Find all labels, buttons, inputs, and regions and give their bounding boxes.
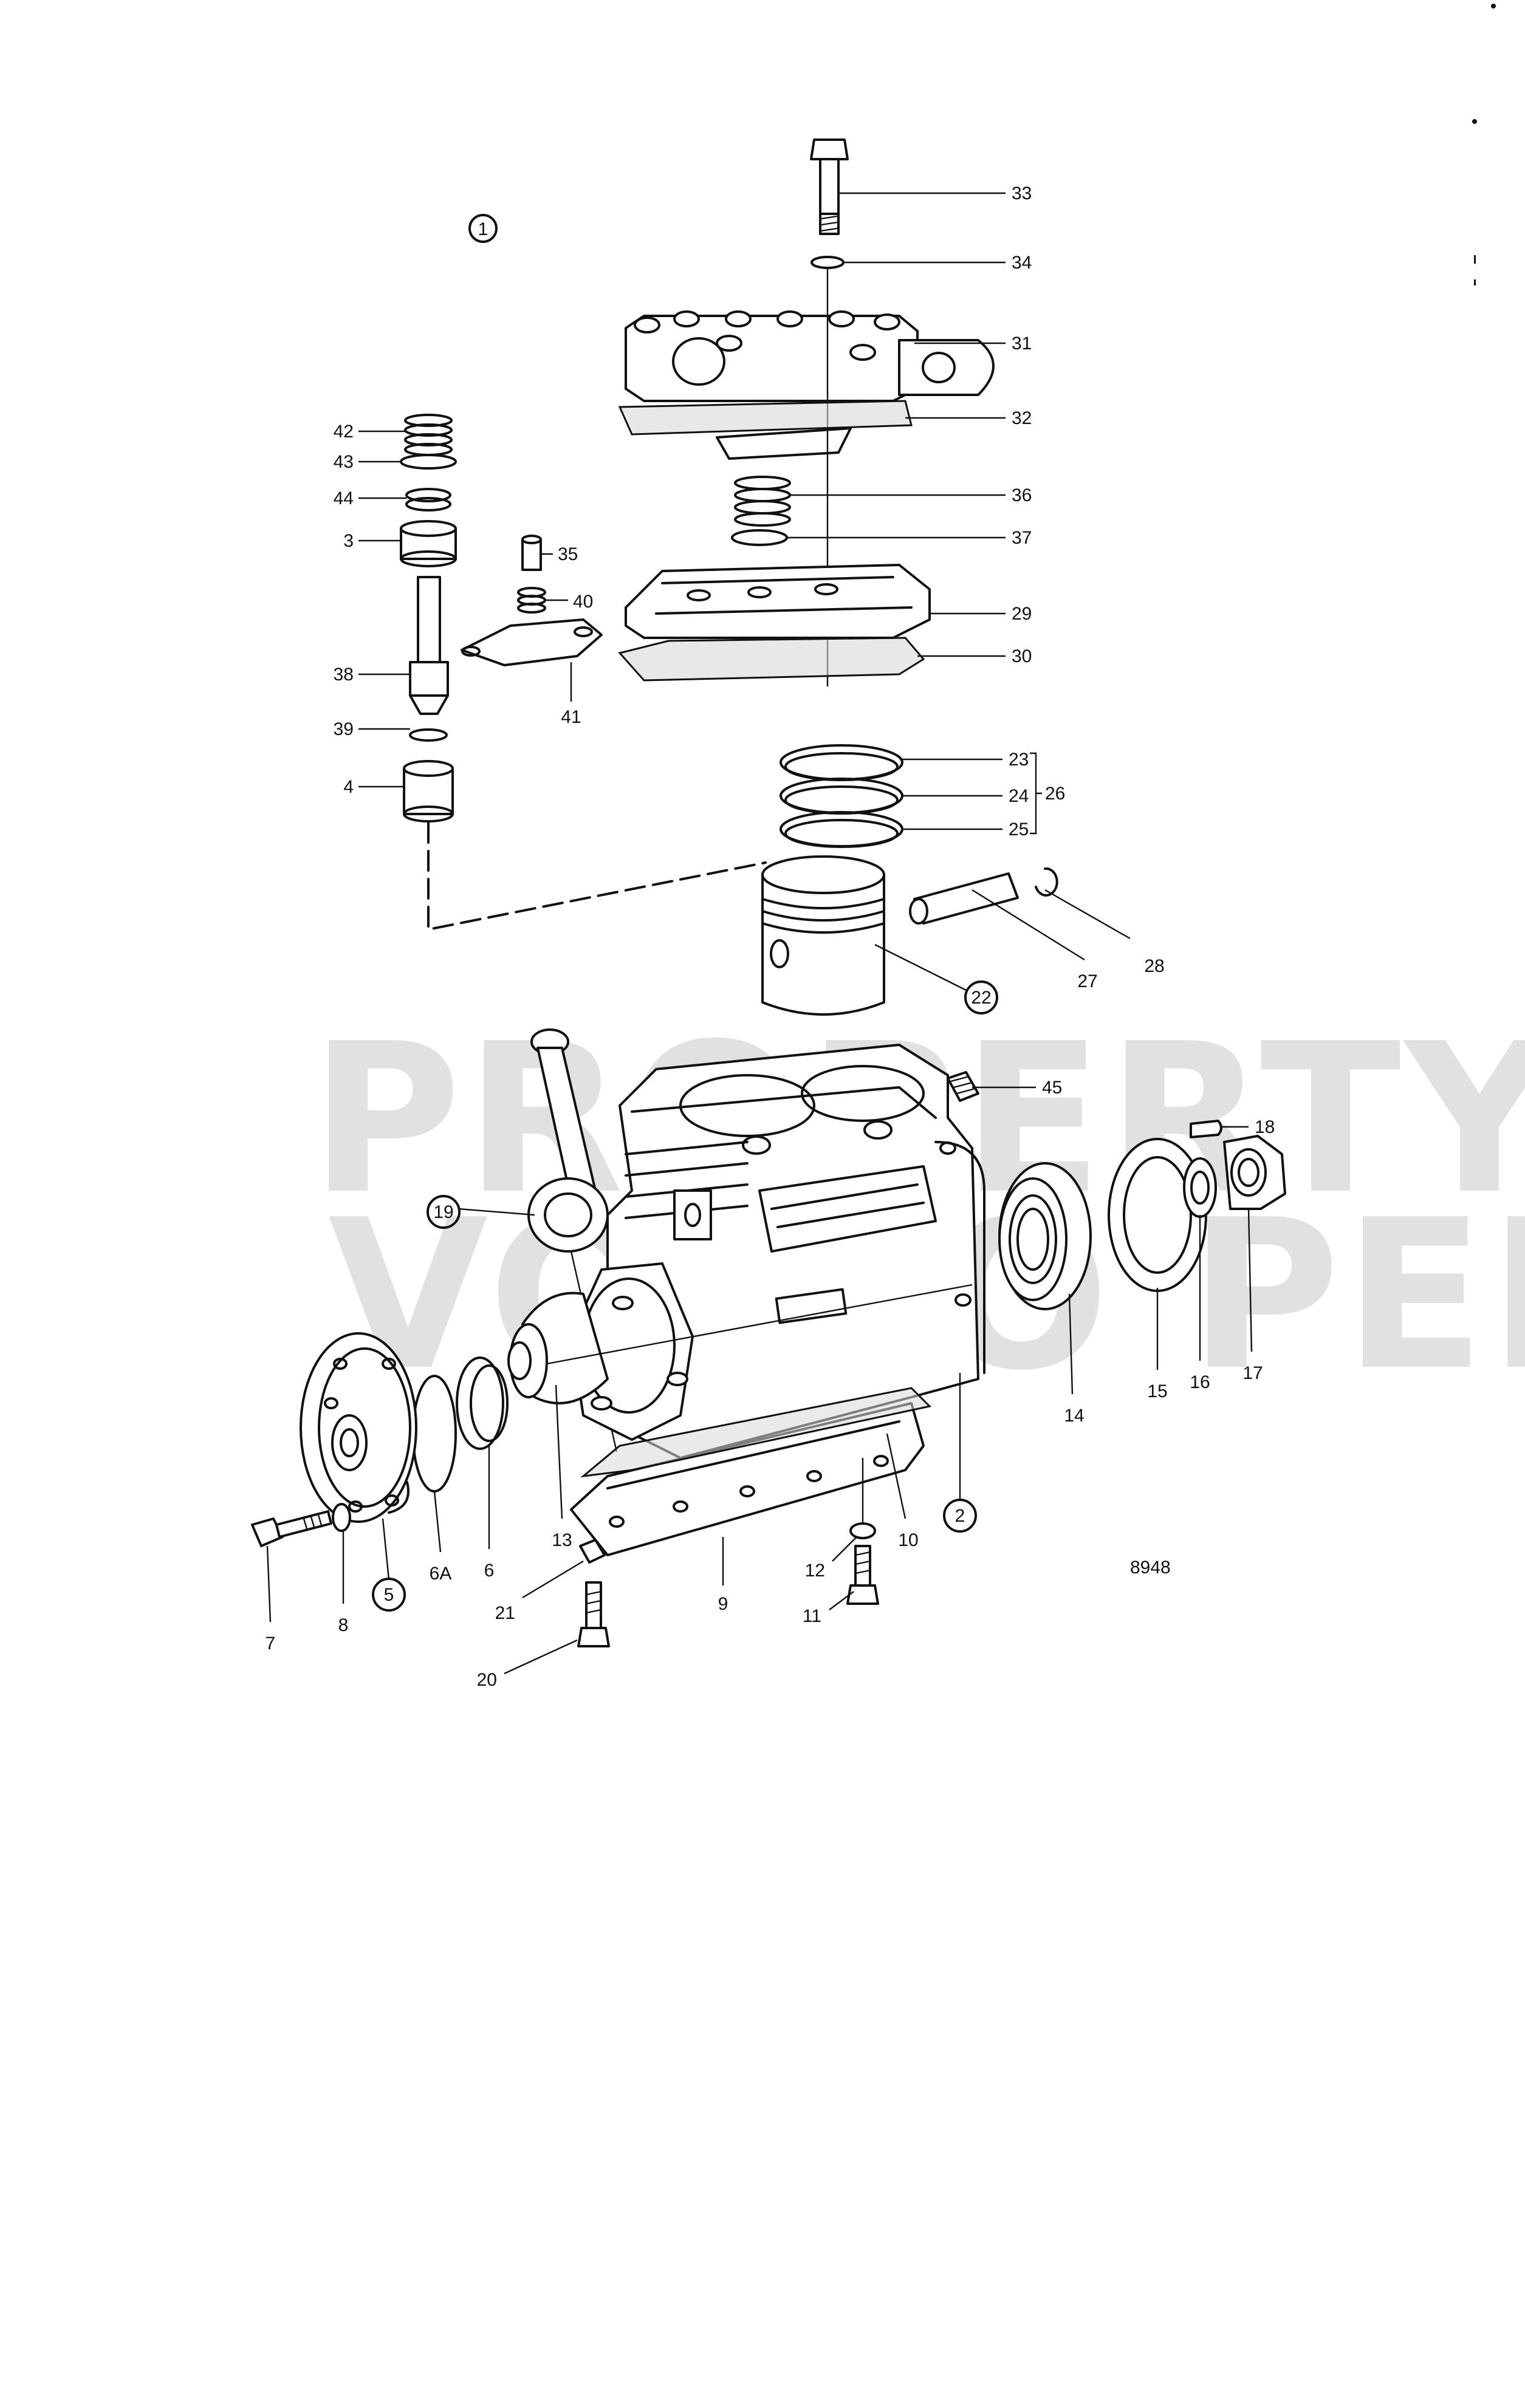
crankcase-2 bbox=[570, 1044, 985, 1459]
callout-27: 27 bbox=[1077, 971, 1097, 991]
connecting-rod-19 bbox=[527, 1028, 618, 1452]
key-18 bbox=[1190, 1120, 1222, 1138]
end-cover-5 bbox=[300, 1332, 417, 1523]
gasket-10 bbox=[580, 1387, 932, 1478]
callout-24: 24 bbox=[1009, 786, 1029, 806]
callout-33: 33 bbox=[1012, 183, 1032, 204]
callout-23: 23 bbox=[1009, 750, 1029, 770]
group-label-text: 1 bbox=[478, 219, 488, 239]
washer-8 bbox=[332, 1503, 351, 1532]
callout-7: 7 bbox=[266, 1633, 276, 1654]
callout-37: 37 bbox=[1012, 528, 1032, 548]
gasket-32 bbox=[618, 400, 913, 460]
callout-9: 9 bbox=[718, 1594, 728, 1614]
sleeve-3 bbox=[400, 520, 457, 567]
pin-35 bbox=[521, 535, 542, 571]
plunger-38 bbox=[409, 576, 449, 715]
callout-36: 36 bbox=[1012, 485, 1032, 505]
piston-ring-25 bbox=[780, 811, 903, 848]
fitting-45 bbox=[947, 1071, 979, 1102]
callout-15: 15 bbox=[1147, 1381, 1167, 1401]
piston-ring-23 bbox=[780, 744, 903, 781]
spacer-16 bbox=[1183, 1157, 1217, 1218]
nut-17 bbox=[1223, 1135, 1286, 1210]
callout-2: 2 bbox=[955, 1506, 965, 1526]
assembly-line bbox=[427, 822, 767, 931]
bushing-4 bbox=[403, 760, 454, 823]
callout-34: 34 bbox=[1012, 253, 1032, 273]
callout-12: 12 bbox=[805, 1561, 825, 1581]
callout-40: 40 bbox=[573, 592, 593, 612]
callout-5: 5 bbox=[384, 1585, 394, 1605]
callout-29: 29 bbox=[1012, 604, 1032, 624]
callout-35: 35 bbox=[558, 544, 578, 564]
callout-32: 32 bbox=[1012, 408, 1032, 428]
callout-26: 26 bbox=[1045, 784, 1065, 804]
callout-19: 19 bbox=[433, 1202, 453, 1222]
callout-21: 21 bbox=[495, 1603, 515, 1623]
bolt-11 bbox=[846, 1458, 879, 1605]
callout-11: 11 bbox=[803, 1606, 821, 1626]
seat-44 bbox=[405, 488, 451, 511]
ring-37 bbox=[731, 529, 788, 546]
valve-plate-29 bbox=[625, 564, 931, 639]
callout-41: 41 bbox=[561, 707, 581, 727]
callout-17: 17 bbox=[1242, 1363, 1263, 1383]
callout-14: 14 bbox=[1064, 1406, 1084, 1426]
callout-6: 6 bbox=[484, 1561, 495, 1581]
seal-6 bbox=[456, 1356, 509, 1450]
callout-labels: 33 34 31 32 36 37 29 30 42 43 44 3 35 40… bbox=[266, 183, 1275, 1690]
ring-43 bbox=[400, 454, 457, 470]
piston-22 bbox=[761, 855, 885, 1016]
callout-31: 31 bbox=[1012, 333, 1032, 354]
piston-pin-27 bbox=[909, 872, 1019, 925]
drawing-number: 8948 bbox=[1130, 1558, 1171, 1578]
callout-38: 38 bbox=[334, 665, 354, 685]
callout-39: 39 bbox=[334, 719, 354, 739]
cylinder-head-31 bbox=[625, 267, 995, 686]
circlip-28 bbox=[1035, 867, 1058, 897]
leader-lines bbox=[266, 192, 1253, 1675]
callout-25: 25 bbox=[1009, 819, 1029, 840]
bracket-41 bbox=[461, 618, 603, 666]
gasket-30 bbox=[618, 637, 925, 682]
group-label: 1 bbox=[468, 214, 498, 243]
spring-40 bbox=[517, 587, 546, 614]
callout-16: 16 bbox=[1190, 1372, 1210, 1392]
ring-39 bbox=[409, 728, 448, 742]
callout-28: 28 bbox=[1144, 956, 1164, 976]
callout-43: 43 bbox=[334, 452, 354, 472]
piston-ring-24 bbox=[780, 778, 903, 815]
oil-pan-9 bbox=[570, 1402, 925, 1556]
callout-4: 4 bbox=[343, 777, 354, 797]
bearing-14 bbox=[998, 1162, 1092, 1310]
callout-10: 10 bbox=[898, 1530, 918, 1550]
callout-20: 20 bbox=[477, 1670, 497, 1690]
callout-6A: 6A bbox=[430, 1564, 452, 1584]
spring-36 bbox=[734, 476, 791, 527]
callout-42: 42 bbox=[334, 422, 354, 442]
callout-45: 45 bbox=[1042, 1078, 1062, 1098]
nipple-21 bbox=[579, 1539, 606, 1564]
callout-44: 44 bbox=[334, 488, 354, 508]
callout-8: 8 bbox=[338, 1615, 349, 1635]
washer-12 bbox=[849, 1522, 876, 1539]
callout-22: 22 bbox=[971, 988, 991, 1008]
washer-34 bbox=[810, 256, 845, 269]
callout-30: 30 bbox=[1012, 646, 1032, 666]
callout-18: 18 bbox=[1255, 1117, 1275, 1137]
bolt-20 bbox=[577, 1581, 610, 1647]
crankshaft-13 bbox=[507, 1284, 973, 1404]
bolt-33 bbox=[810, 139, 849, 235]
callout-13: 13 bbox=[552, 1530, 572, 1550]
scan-marks bbox=[1472, 4, 1496, 286]
spring-42 bbox=[404, 414, 453, 456]
bolt-7 bbox=[251, 1510, 332, 1547]
callout-3: 3 bbox=[343, 531, 354, 551]
